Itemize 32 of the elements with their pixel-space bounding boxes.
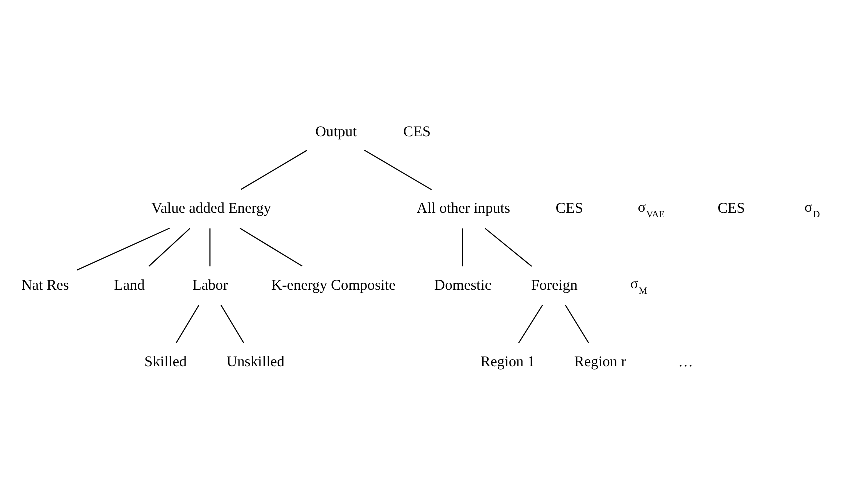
node-text: Output	[316, 124, 358, 140]
node-text: Labor	[192, 278, 228, 294]
node-text: Nat Res	[22, 278, 70, 294]
node-text: Region 1	[480, 354, 536, 371]
node-text: Skilled	[144, 354, 187, 371]
connector	[240, 228, 303, 267]
node-text: Unskilled	[226, 354, 285, 371]
connector	[485, 228, 532, 267]
connector	[220, 305, 244, 344]
node-text: K-energy Composite	[271, 278, 396, 294]
connector	[240, 150, 308, 190]
connector	[176, 305, 200, 344]
label: CES	[404, 124, 431, 140]
connector	[518, 305, 544, 344]
node-text: Value added Energy	[152, 201, 272, 218]
connector	[148, 228, 191, 267]
label: σ$_{VAE}$	[638, 200, 665, 221]
connector	[210, 228, 211, 267]
node-text: Foreign	[531, 278, 578, 294]
connector	[77, 228, 170, 271]
node-text: Region r	[574, 354, 626, 371]
node-text: Domestic	[434, 278, 492, 294]
label: CES	[556, 201, 584, 218]
connector	[462, 228, 464, 267]
label: CES	[718, 201, 746, 218]
label: σ$_{M}$	[630, 276, 648, 298]
label: …	[678, 354, 694, 371]
connector	[565, 305, 590, 344]
node-text: All other inputs	[416, 201, 510, 218]
label: σ$_{D}$	[804, 200, 820, 221]
connector	[364, 150, 432, 190]
node-text: Land	[114, 278, 145, 294]
